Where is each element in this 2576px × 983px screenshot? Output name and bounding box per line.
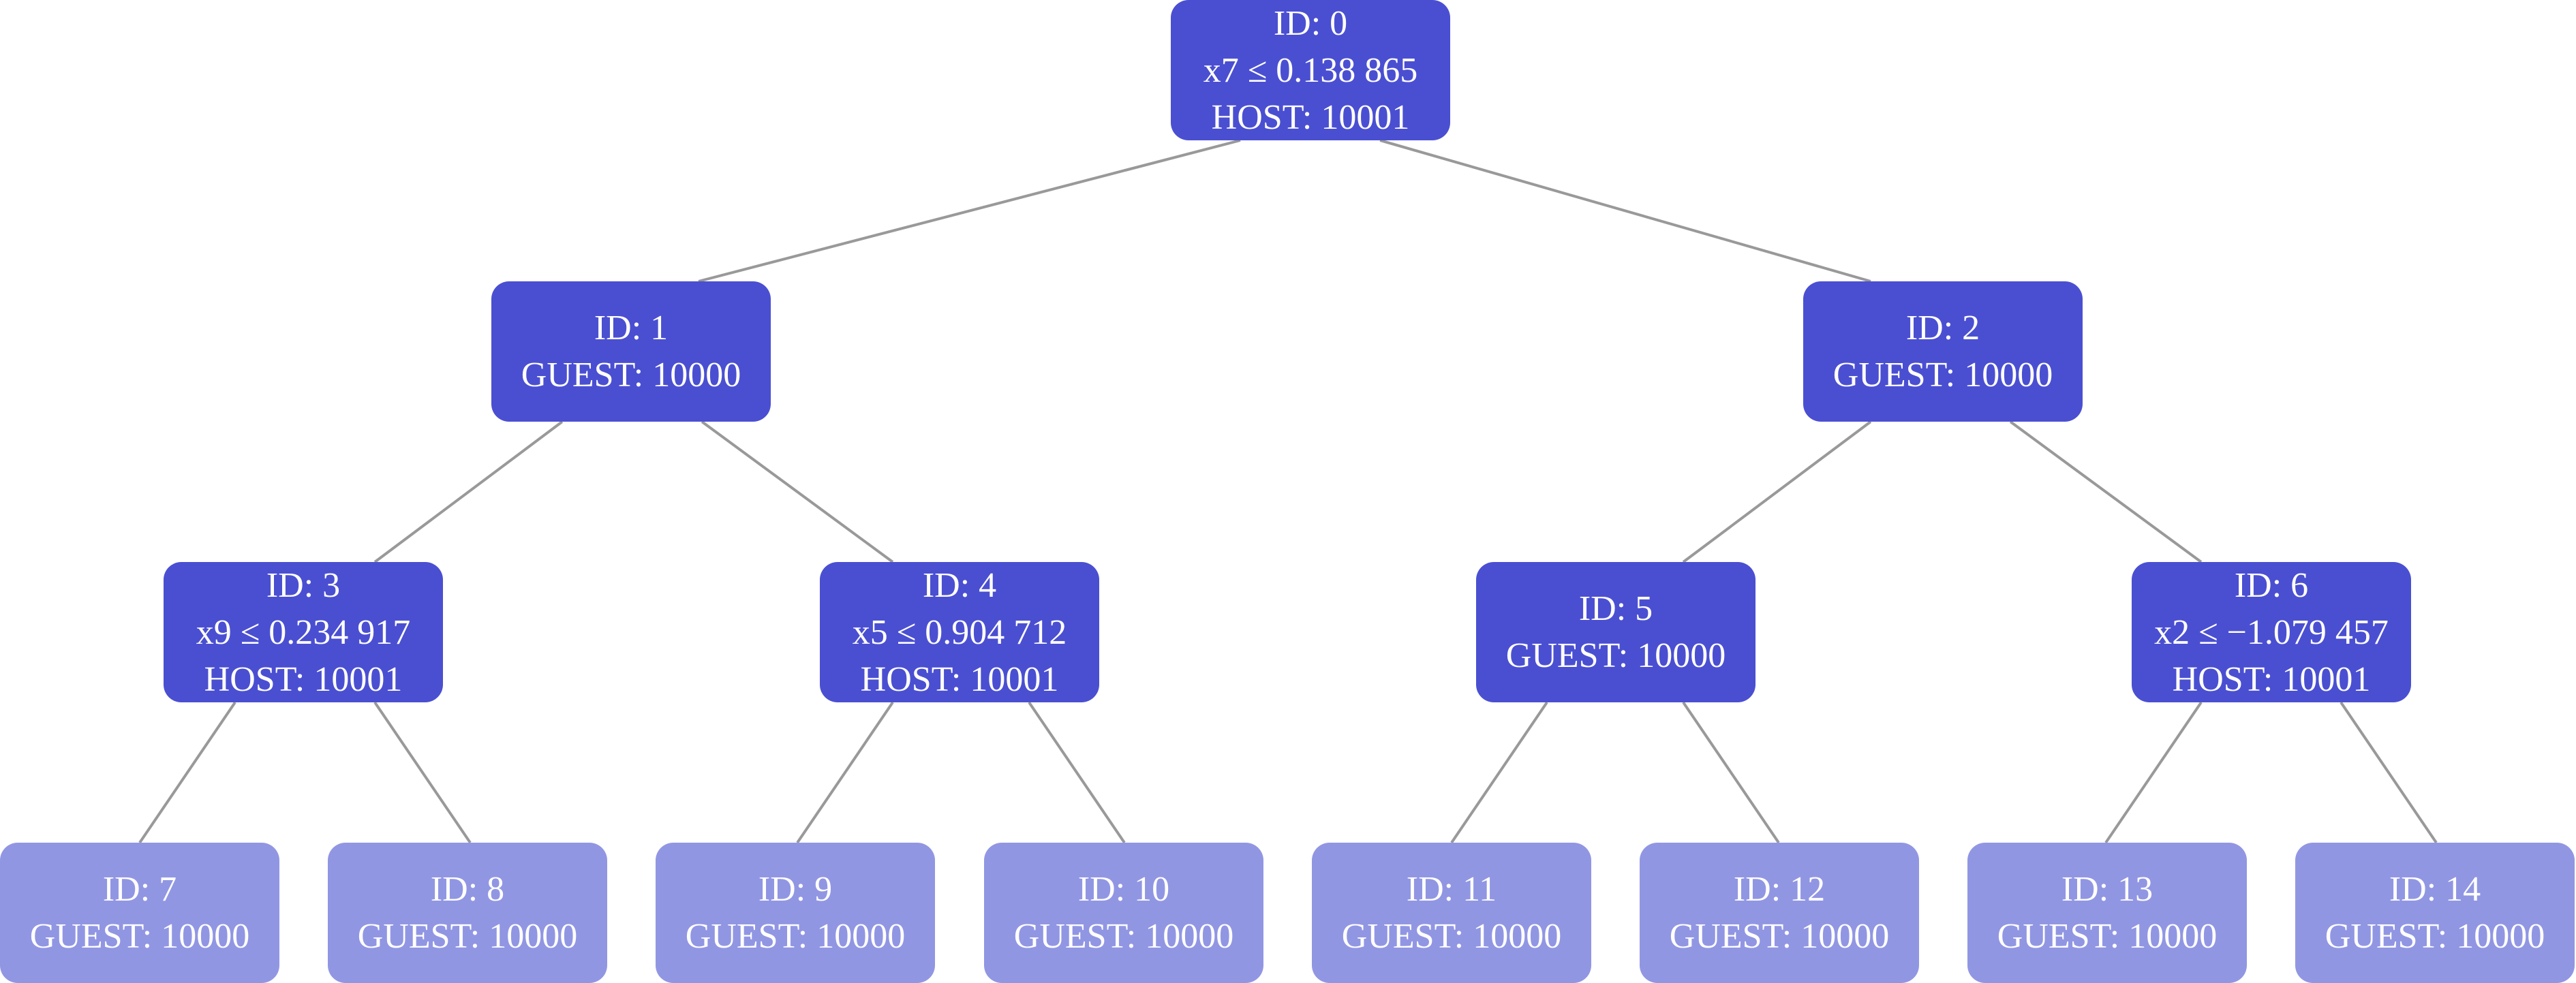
- node-id-label: ID: 10: [1077, 870, 1170, 909]
- node-id-label: ID: 3: [266, 565, 341, 605]
- tree-node-2: ID: 2 GUEST: 10000: [1803, 281, 2083, 422]
- edge-6-13: [2104, 701, 2203, 844]
- node-id-label: ID: 6: [2234, 565, 2309, 605]
- tree-node-5: ID: 5 GUEST: 10000: [1476, 562, 1755, 702]
- node-party: GUEST: 10000: [1013, 917, 1234, 956]
- node-id-label: ID: 4: [922, 565, 997, 605]
- node-id-label: ID: 12: [1733, 870, 1826, 909]
- node-id-label: ID: 0: [1273, 3, 1348, 43]
- tree-node-12: ID: 12 GUEST: 10000: [1640, 843, 1919, 983]
- node-party: GUEST: 10000: [2325, 917, 2545, 956]
- node-party: GUEST: 10000: [1833, 356, 2053, 394]
- tree-node-11: ID: 11 GUEST: 10000: [1312, 843, 1591, 983]
- node-party: GUEST: 10000: [1505, 636, 1726, 675]
- node-split-rule: x7 ≤ 0.138 865: [1203, 50, 1418, 90]
- tree-node-4: ID: 4 x5 ≤ 0.904 712 HOST: 10001: [820, 562, 1099, 702]
- edge-6-14: [2340, 701, 2438, 844]
- tree-node-8: ID: 8 GUEST: 10000: [328, 843, 607, 983]
- edge-1-4: [701, 420, 894, 563]
- node-party: HOST: 10001: [1211, 97, 1410, 137]
- edge-1-3: [373, 420, 564, 563]
- node-party: GUEST: 10000: [1669, 917, 1890, 956]
- node-party: HOST: 10001: [860, 659, 1059, 699]
- edge-4-9: [796, 701, 894, 844]
- tree-node-3: ID: 3 x9 ≤ 0.234 917 HOST: 10001: [164, 562, 443, 702]
- edge-0-1: [698, 139, 1241, 283]
- edge-5-12: [1682, 701, 1780, 844]
- node-party: GUEST: 10000: [1341, 917, 1562, 956]
- edge-2-5: [1682, 420, 1872, 563]
- node-party: GUEST: 10000: [1997, 917, 2218, 956]
- node-id-label: ID: 14: [2389, 870, 2481, 909]
- edge-3-7: [138, 701, 236, 844]
- tree-node-1: ID: 1 GUEST: 10000: [491, 281, 771, 422]
- node-id-label: ID: 7: [102, 870, 177, 909]
- tree-node-14: ID: 14 GUEST: 10000: [2295, 843, 2575, 983]
- node-split-rule: x2 ≤ −1.079 457: [2154, 612, 2389, 652]
- node-split-rule: x9 ≤ 0.234 917: [196, 612, 411, 652]
- tree-node-13: ID: 13 GUEST: 10000: [1967, 843, 2247, 983]
- tree-node-0: ID: 0 x7 ≤ 0.138 865 HOST: 10001: [1171, 0, 1450, 140]
- tree-node-6: ID: 6 x2 ≤ −1.079 457 HOST: 10001: [2132, 562, 2411, 702]
- edge-2-6: [2009, 420, 2203, 563]
- edge-3-8: [373, 701, 472, 844]
- node-party: GUEST: 10000: [521, 356, 741, 394]
- tree-node-7: ID: 7 GUEST: 10000: [0, 843, 279, 983]
- node-party: HOST: 10001: [2172, 659, 2371, 699]
- node-party: GUEST: 10000: [357, 917, 578, 956]
- node-id-label: ID: 8: [430, 870, 505, 909]
- node-id-label: ID: 2: [1905, 309, 1980, 347]
- edge-0-2: [1379, 139, 1871, 283]
- node-id-label: ID: 5: [1578, 589, 1653, 628]
- node-id-label: ID: 9: [758, 870, 833, 909]
- tree-node-10: ID: 10 GUEST: 10000: [984, 843, 1263, 983]
- edge-5-11: [1450, 701, 1548, 844]
- node-id-label: ID: 13: [2061, 870, 2153, 909]
- node-id-label: ID: 11: [1406, 870, 1497, 909]
- node-party: GUEST: 10000: [685, 917, 906, 956]
- node-party: GUEST: 10000: [29, 917, 250, 956]
- tree-node-9: ID: 9 GUEST: 10000: [656, 843, 935, 983]
- node-id-label: ID: 1: [594, 309, 669, 347]
- node-split-rule: x5 ≤ 0.904 712: [852, 612, 1067, 652]
- node-party: HOST: 10001: [204, 659, 403, 699]
- edge-4-10: [1028, 701, 1126, 844]
